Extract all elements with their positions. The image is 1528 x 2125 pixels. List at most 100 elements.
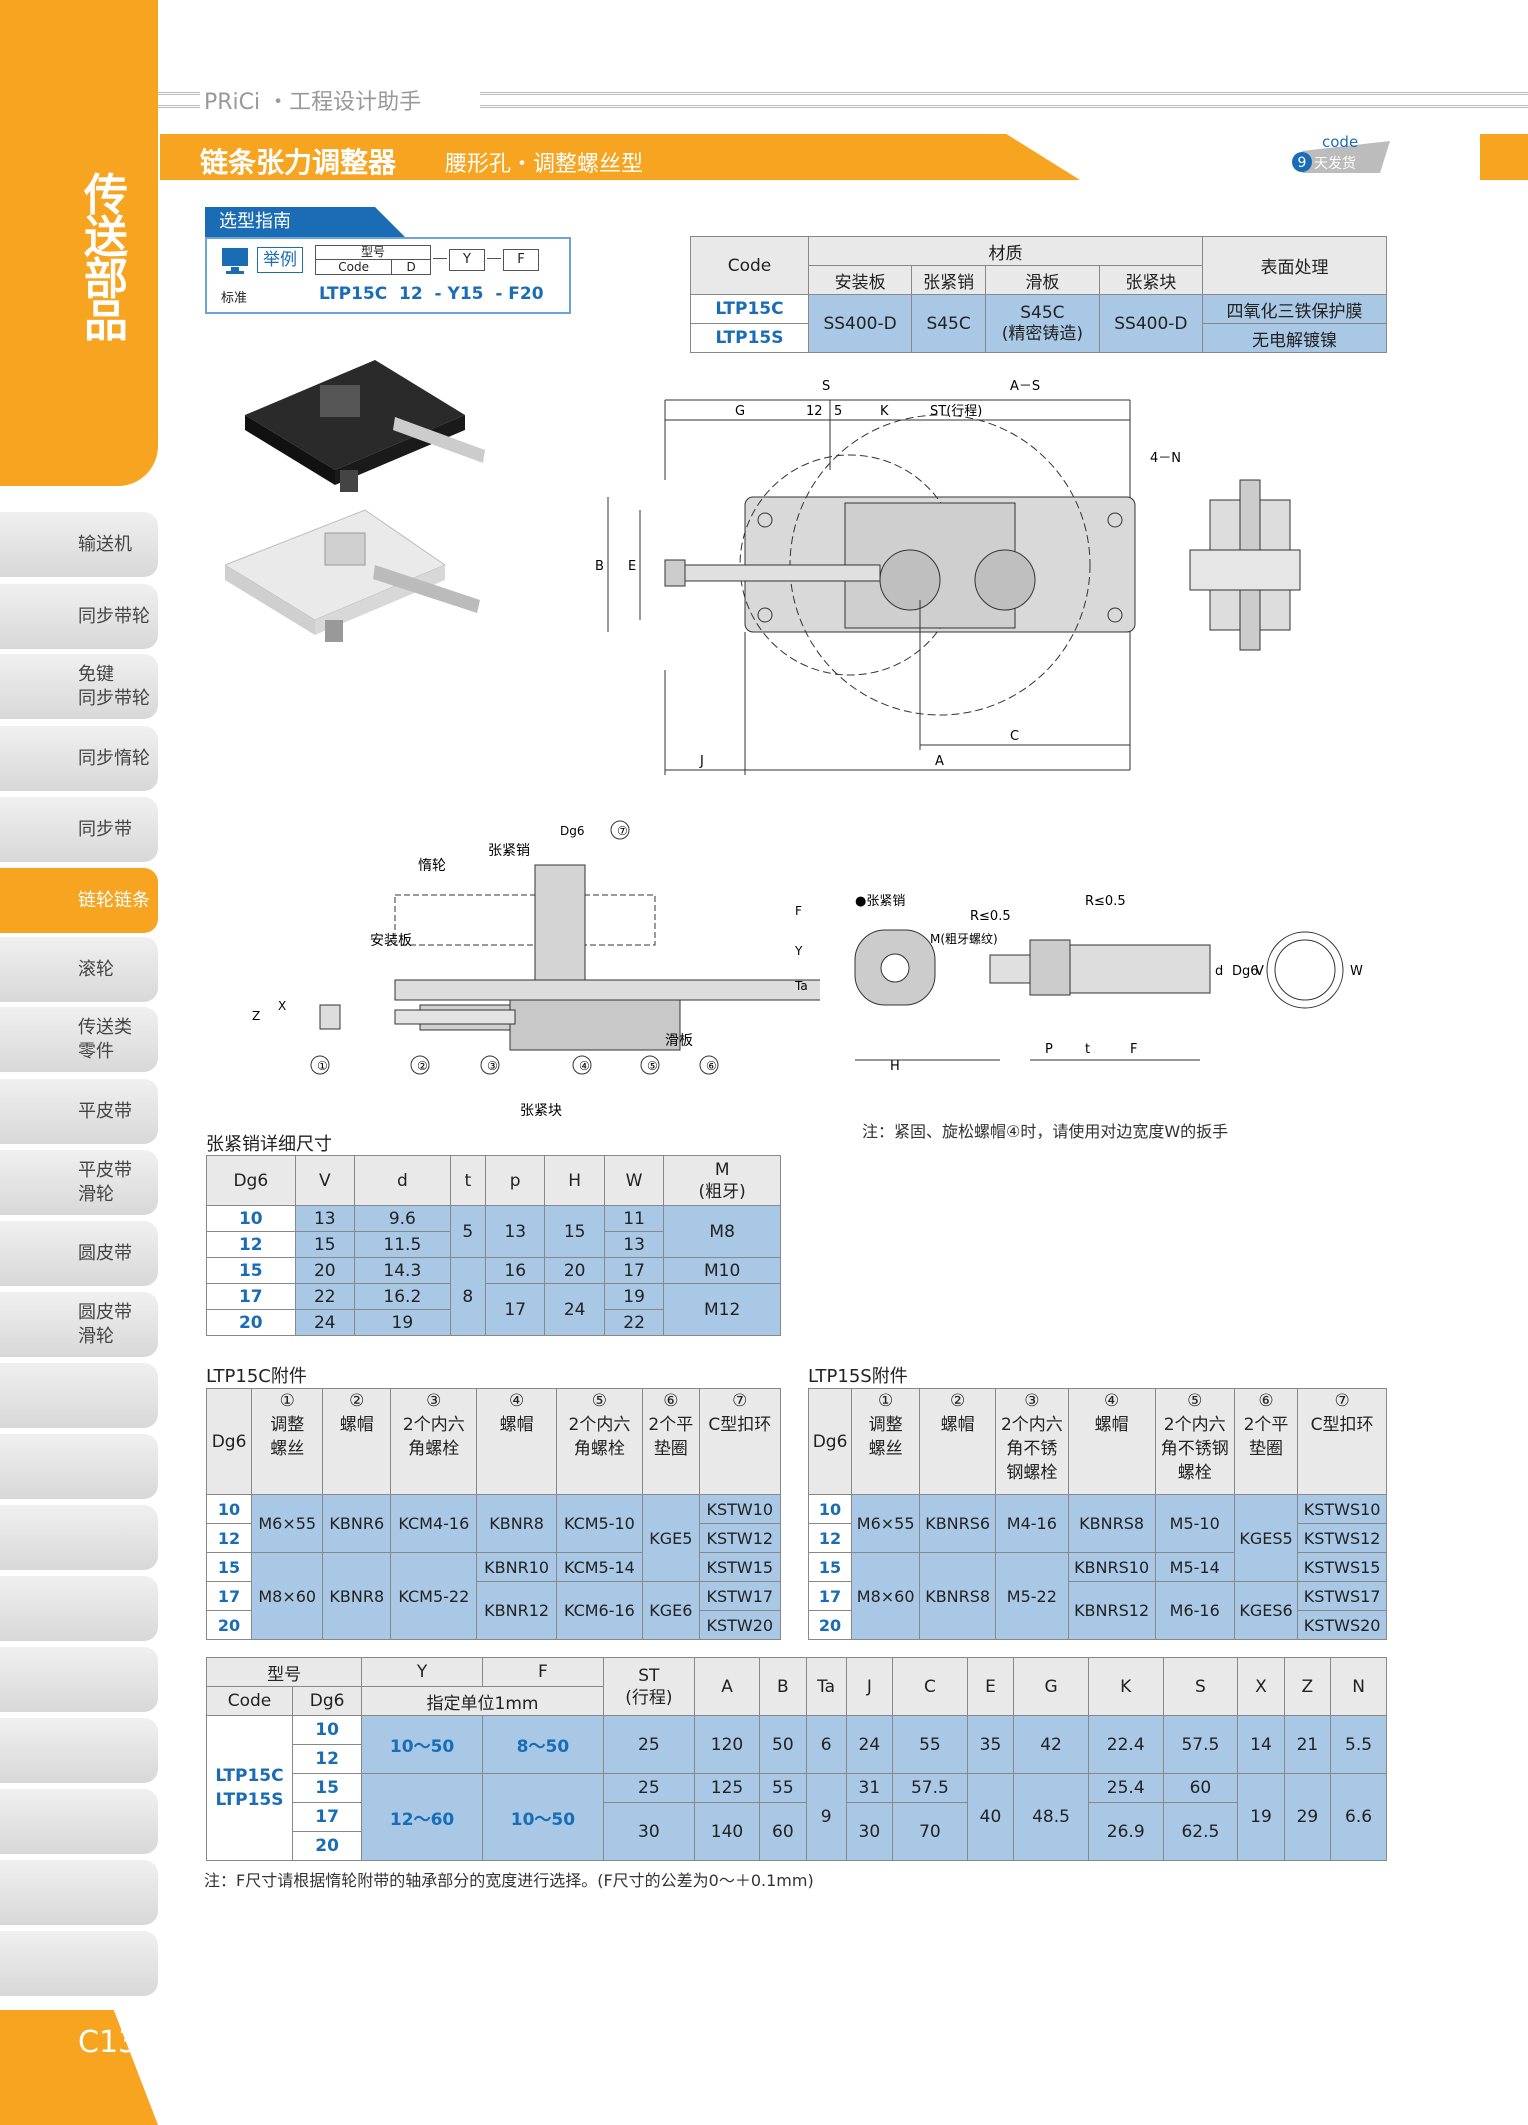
- label-slider: 滑板: [665, 1032, 693, 1049]
- table-cell: KBNRS8: [1067, 1494, 1156, 1553]
- label-pin: 张紧销: [488, 843, 530, 859]
- sidebar-item-4[interactable]: 同步带: [0, 797, 158, 862]
- svg-text:12: 12: [806, 404, 823, 419]
- table-cell: KBNRS6: [919, 1494, 997, 1553]
- sidebar-item-8[interactable]: 平皮带: [0, 1079, 158, 1144]
- sidebar-item-0[interactable]: 输送机: [0, 512, 158, 577]
- table-cell: 29: [1283, 1773, 1332, 1861]
- table-cell: 20: [205, 1610, 253, 1640]
- pin-table-title: 张紧销详细尺寸: [206, 1134, 332, 1155]
- mat-block: SS400-D: [1098, 294, 1204, 353]
- svg-text:P: P: [1045, 1042, 1053, 1057]
- svg-text:C: C: [1010, 729, 1019, 744]
- table-cell: 12～60: [361, 1773, 483, 1861]
- table-cell: 17: [205, 1581, 253, 1611]
- svg-text:E: E: [628, 559, 636, 574]
- table-cell: KSTWS17: [1297, 1581, 1387, 1611]
- sidebar-item-2[interactable]: 免键 同步带轮: [0, 654, 158, 719]
- svg-text:R≤0.5: R≤0.5: [1085, 894, 1126, 909]
- sidebar-item-3[interactable]: 同步惰轮: [0, 726, 158, 791]
- code-label: Code: [316, 260, 393, 275]
- table-cell: 6: [805, 1715, 847, 1774]
- table-cell: 70: [892, 1802, 968, 1861]
- delivery-badge: 9 code 天发货: [1292, 133, 1390, 173]
- main-h-col: Ta: [805, 1657, 847, 1716]
- brand-text: PRiCi ・工程设计助手: [204, 90, 422, 115]
- table-cell: 12: [205, 1523, 253, 1553]
- sidebar-item-11[interactable]: 圆皮带 滑轮: [0, 1292, 158, 1357]
- table-cell: 57.5: [1162, 1715, 1239, 1774]
- svg-text:F: F: [1130, 1042, 1137, 1057]
- label-idler: 惰轮: [418, 858, 446, 874]
- svg-text:H: H: [890, 1059, 900, 1074]
- pin-header: t: [449, 1155, 486, 1206]
- table-cell: 11.5: [354, 1231, 451, 1258]
- table-cell: 60: [759, 1802, 807, 1861]
- table-cell: KCM5-22: [390, 1552, 478, 1640]
- pin-header: M (粗牙): [663, 1155, 781, 1206]
- table-cell: 13: [603, 1231, 665, 1258]
- sidebar-item-9[interactable]: 平皮带 滑轮: [0, 1150, 158, 1215]
- svg-text:G: G: [735, 404, 745, 419]
- sidebar-blank-item: [0, 1931, 158, 1996]
- table-cell: M8×60: [851, 1552, 921, 1640]
- sidebar-item-6[interactable]: 滚轮: [0, 937, 158, 1002]
- svg-text:M(粗牙螺纹): M(粗牙螺纹): [930, 932, 998, 946]
- mat-surface-s: 无电解镀镍: [1202, 323, 1387, 353]
- pin-header: W: [603, 1155, 665, 1206]
- acc-h-d: Dg6: [807, 1388, 853, 1495]
- table-cell: 15: [807, 1552, 853, 1582]
- mat-sub-h: 张紧块: [1098, 265, 1204, 295]
- footnote: 注：F尺寸请根据惰轮附带的轴承部分的宽度进行选择。(F尺寸的公差为0～＋0.1m…: [204, 1871, 814, 1890]
- svg-text:S: S: [822, 379, 830, 394]
- table-cell: 20: [206, 1309, 296, 1336]
- sidebar-item-10[interactable]: 圆皮带: [0, 1221, 158, 1286]
- table-cell: 30: [845, 1802, 894, 1861]
- sidebar: 传送部品 输送机同步带轮免键 同步带轮同步惰轮同步带链轮链条滚轮传送类 零件平皮…: [0, 0, 175, 2125]
- sidebar-blank-item: [0, 1363, 158, 1428]
- mat-plate: SS400-D: [807, 294, 913, 353]
- table-cell: KSTWS15: [1297, 1552, 1387, 1582]
- table-cell: M6-16: [1154, 1581, 1235, 1640]
- mat-code-s: LTP15S: [690, 323, 809, 353]
- page-title: 链条张力调整器: [200, 146, 397, 179]
- main-h-d: Dg6: [291, 1686, 363, 1716]
- pin-header: p: [484, 1155, 546, 1206]
- svg-text:Dg6: Dg6: [1232, 964, 1259, 979]
- main-h-col: N: [1330, 1657, 1387, 1716]
- table-cell: 55: [759, 1773, 807, 1803]
- sidebar-item-7[interactable]: 传送类 零件: [0, 1007, 158, 1072]
- table-cell: KBNRS8: [919, 1552, 997, 1640]
- table-cell: KBNR6: [322, 1494, 392, 1553]
- table-cell: KSTW17: [698, 1581, 782, 1611]
- mat-h-code: Code: [690, 236, 809, 295]
- svg-text:●张紧销: ●张紧销: [855, 894, 905, 909]
- table-cell: KSTWS20: [1297, 1610, 1387, 1640]
- svg-text:③: ③: [487, 1059, 498, 1073]
- table-cell: 15: [544, 1205, 605, 1258]
- sidebar-item-1[interactable]: 同步带轮: [0, 584, 158, 649]
- black-product-image: [245, 360, 485, 492]
- table-cell: 17: [206, 1283, 296, 1310]
- table-cell: 17: [291, 1802, 363, 1832]
- mat-sub-h: 滑板: [985, 265, 1100, 295]
- main-h-col: C: [892, 1657, 968, 1716]
- sidebar-item-5[interactable]: 链轮链条: [0, 868, 158, 933]
- table-cell: 48.5: [1013, 1773, 1089, 1861]
- table-cell: 120: [693, 1715, 761, 1774]
- mat-surface-c: 四氧化三铁保护膜: [1202, 294, 1387, 324]
- table-cell: 35: [966, 1715, 1015, 1774]
- category-header: [0, 0, 158, 486]
- table-cell: KSTW10: [698, 1494, 782, 1524]
- table-cell: 10: [807, 1494, 853, 1524]
- svg-text:①: ①: [317, 1059, 328, 1073]
- table-cell: 5: [449, 1205, 486, 1258]
- selection-guide-tab: 选型指南: [205, 207, 405, 237]
